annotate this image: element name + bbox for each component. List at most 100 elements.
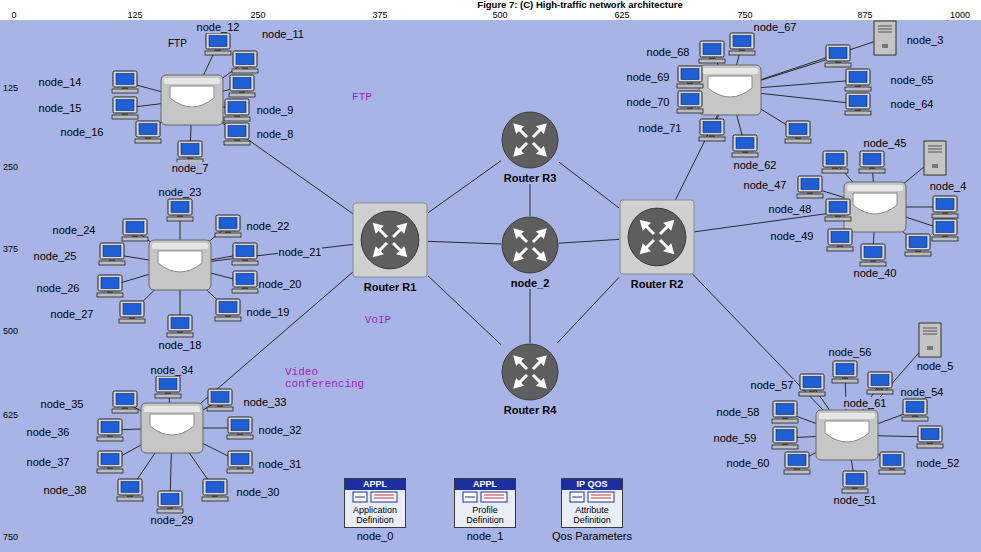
router-icon xyxy=(501,216,559,274)
glyph-line xyxy=(484,498,504,499)
monitor-frame xyxy=(798,176,822,192)
monitor-screen xyxy=(788,455,806,466)
node-label: node_11 xyxy=(261,28,305,40)
switch-body xyxy=(816,410,878,460)
router-arrow-head xyxy=(513,251,524,262)
workstation: node_56 xyxy=(828,346,873,358)
workstation-icon xyxy=(97,451,123,473)
monitor-screen xyxy=(236,274,254,285)
router-link xyxy=(559,239,619,243)
router-arrow xyxy=(519,129,527,137)
monitor-screen xyxy=(209,36,227,47)
router-arrow xyxy=(519,375,527,383)
switch-icon xyxy=(161,75,223,125)
monitor-frame xyxy=(730,33,754,49)
server-button xyxy=(882,44,888,48)
monitor-screen xyxy=(871,375,889,386)
monitor-screen xyxy=(836,364,854,375)
monitor-frame xyxy=(880,452,904,468)
node-label: node_27 xyxy=(50,308,95,320)
node-label: node_25 xyxy=(33,250,78,262)
node-label: node_52 xyxy=(916,457,961,469)
workstation-icon xyxy=(879,452,905,474)
object-type: APPL xyxy=(455,479,515,490)
server-case xyxy=(919,323,941,357)
node-label: node_67 xyxy=(753,21,798,33)
switch-face xyxy=(825,421,869,442)
monitor-screen xyxy=(831,232,849,243)
router-arrow xyxy=(519,143,527,151)
monitor-base xyxy=(224,141,250,145)
monitor-base xyxy=(167,333,193,337)
workstation: node_70 xyxy=(626,96,671,108)
monitor-screen xyxy=(206,482,224,493)
workstation-icon xyxy=(825,199,851,221)
router-arrow xyxy=(519,234,527,242)
node-label: node_30 xyxy=(236,486,281,498)
monitor-screen xyxy=(231,454,249,465)
monitor-frame xyxy=(168,315,192,331)
switch-icon xyxy=(149,240,211,290)
server-slot xyxy=(923,334,937,335)
workstation: node_11 xyxy=(261,28,305,40)
glyph-box xyxy=(588,492,614,502)
router-link xyxy=(428,241,501,244)
monitor-screen xyxy=(236,54,254,65)
node-label: node_48 xyxy=(768,203,813,215)
monitor-frame xyxy=(113,97,137,113)
workstation-icon xyxy=(699,119,725,141)
router-label: Router R2 xyxy=(619,278,695,290)
workstation: node_29 xyxy=(150,514,195,526)
router-arrow xyxy=(646,226,654,234)
monitor-screen xyxy=(703,122,721,133)
router: node_2 xyxy=(501,216,559,289)
monitor-screen xyxy=(936,199,954,210)
monitor-screen xyxy=(101,454,119,465)
server: node_5 xyxy=(916,360,955,372)
node-label: node_57 xyxy=(750,379,795,391)
router-arrow xyxy=(533,129,541,137)
ruler-number: 1000 xyxy=(950,10,970,20)
workstation-icon xyxy=(827,229,853,251)
monitor-screen xyxy=(171,202,189,213)
glyph-box xyxy=(371,492,397,502)
monitor-frame xyxy=(120,301,144,317)
router-arrow-head xyxy=(663,243,674,254)
router-arrow xyxy=(660,226,668,234)
workstation-icon xyxy=(784,452,810,474)
workstation-icon xyxy=(224,123,250,145)
workstation-icon xyxy=(177,141,203,163)
monitor-base xyxy=(867,390,893,394)
monitor-frame xyxy=(216,299,240,315)
switch-highlight xyxy=(144,406,200,412)
router-arrow xyxy=(646,240,654,248)
monitor-base xyxy=(932,214,958,218)
workstation-icon xyxy=(167,315,193,337)
monitor-screen xyxy=(161,494,179,505)
router-disc xyxy=(628,208,686,266)
server: node_3 xyxy=(906,34,945,46)
server-slot xyxy=(928,149,942,150)
monitor-screen xyxy=(101,278,119,289)
workstation-icon xyxy=(207,389,233,411)
switch-body xyxy=(844,182,906,232)
workstation-icon xyxy=(117,479,143,501)
monitor-frame xyxy=(98,275,122,291)
server-button xyxy=(932,164,938,168)
workstation: node_51 xyxy=(833,494,878,506)
workstation-icon xyxy=(224,99,250,121)
node-label: node_19 xyxy=(246,306,291,318)
monitor-screen xyxy=(228,102,246,113)
monitor-frame xyxy=(826,45,850,61)
workstation-icon xyxy=(157,491,183,513)
workstation: node_31 xyxy=(258,458,303,470)
workstation: node_32 xyxy=(258,424,303,436)
node-label: node_65 xyxy=(890,74,935,86)
monitor-frame xyxy=(700,41,724,57)
workstation-icon xyxy=(677,91,703,113)
monitor-screen xyxy=(116,100,134,111)
server: node_4 xyxy=(929,180,968,192)
monitor-frame xyxy=(228,417,252,433)
object-kind: Application Definition xyxy=(345,504,405,527)
node-label: node_7 xyxy=(171,162,210,174)
